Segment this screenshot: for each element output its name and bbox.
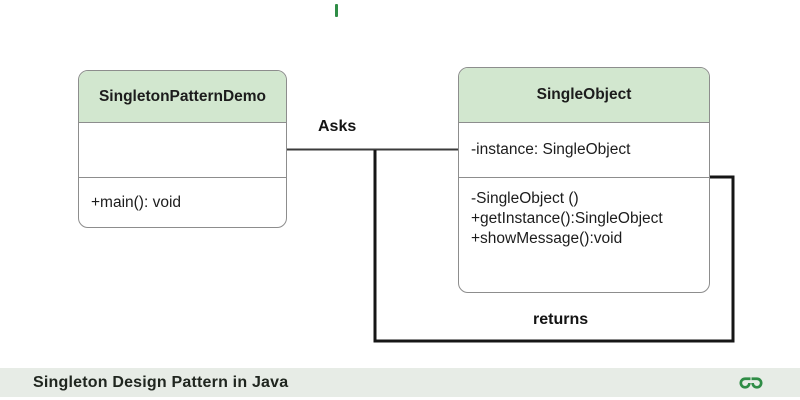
method-item: +getInstance():SingleObject — [471, 210, 663, 227]
class-attributes-section: -instance: SingleObject — [459, 123, 709, 178]
method-item: -SingleObject () — [471, 190, 579, 207]
method-item: +main(): void — [91, 193, 182, 211]
geeksforgeeks-logo-icon — [739, 377, 763, 389]
class-methods-section: +main(): void — [79, 178, 286, 227]
caption-text: Singleton Design Pattern in Java — [33, 373, 289, 391]
class-box-singletonpatterndemo: SingletonPatternDemo +main(): void — [78, 70, 287, 228]
relation-label-returns: returns — [533, 311, 589, 328]
attribute-item: -instance: SingleObject — [471, 141, 631, 158]
gfg-logo-right-g — [751, 377, 763, 389]
method-item: +showMessage():void — [471, 230, 623, 247]
class-attributes-section — [79, 123, 286, 178]
class-name: SingletonPatternDemo — [98, 87, 267, 105]
class-header: SingleObject — [459, 68, 709, 123]
gfg-logo-left-g — [739, 377, 751, 389]
relation-label-asks: Asks — [318, 118, 357, 135]
class-methods-section: -SingleObject () +getInstance():SingleOb… — [459, 178, 709, 292]
green-tick-mark — [335, 4, 338, 17]
class-box-singleobject: SingleObject -instance: SingleObject -Si… — [458, 67, 710, 293]
class-name: SingleObject — [536, 86, 632, 103]
caption-bar: Singleton Design Pattern in Java — [0, 368, 800, 397]
class-header: SingletonPatternDemo — [79, 71, 286, 123]
returns-connector-line — [373, 150, 735, 343]
